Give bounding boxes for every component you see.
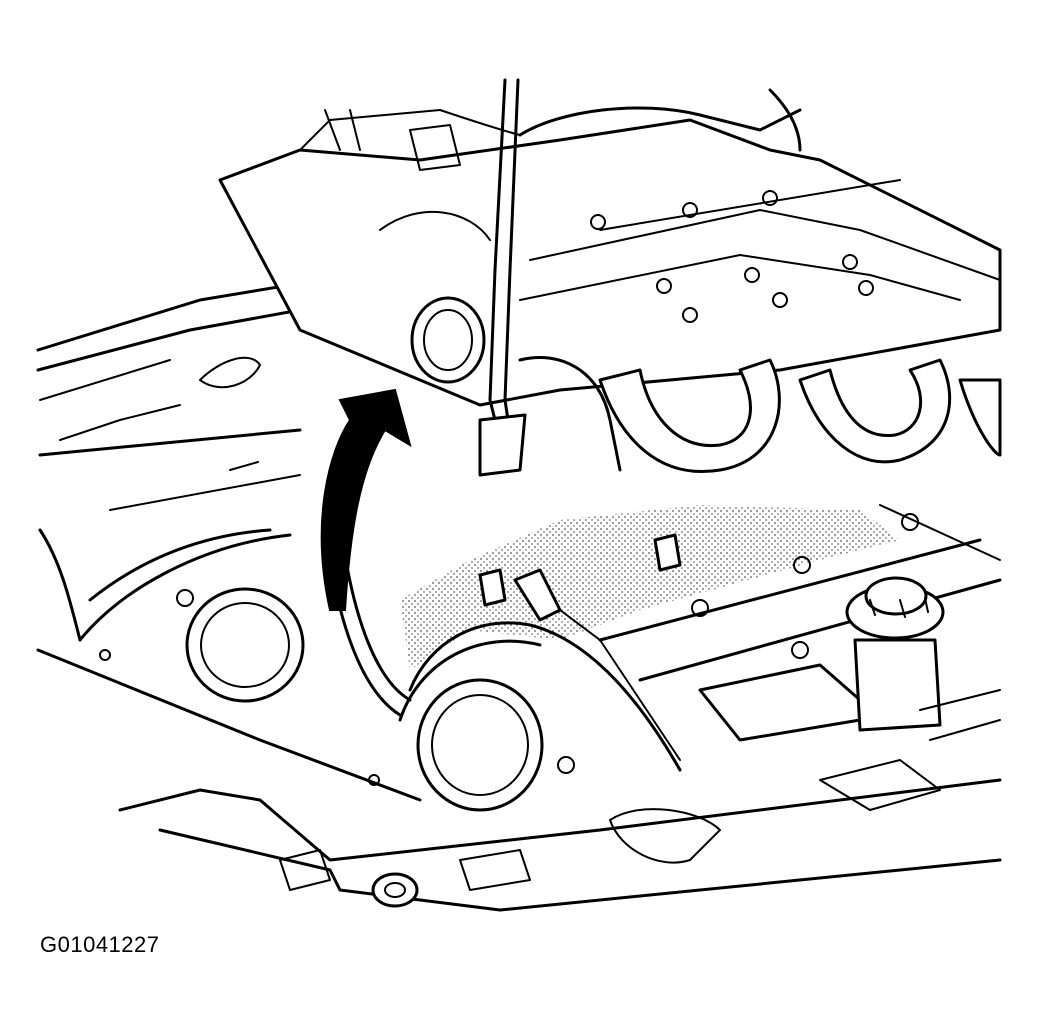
cowl-panel (99, 649, 1002, 912)
figure-id-label: G01041227 (40, 932, 160, 957)
coolant-hose (328, 558, 402, 717)
left-body-panel (36, 278, 422, 802)
throttle-body (379, 210, 491, 384)
wiring-harness (478, 78, 527, 477)
direction-arrow (320, 388, 412, 611)
intake-plenum (218, 88, 1002, 407)
left-strut-mount (176, 587, 305, 703)
cylinder-head (598, 504, 1002, 742)
oil-filler-cap (845, 576, 945, 732)
intake-runners (518, 356, 1002, 473)
right-strut-mount (398, 621, 682, 812)
sensor-connector (478, 533, 682, 761)
shaded-engine-valley (400, 505, 900, 670)
